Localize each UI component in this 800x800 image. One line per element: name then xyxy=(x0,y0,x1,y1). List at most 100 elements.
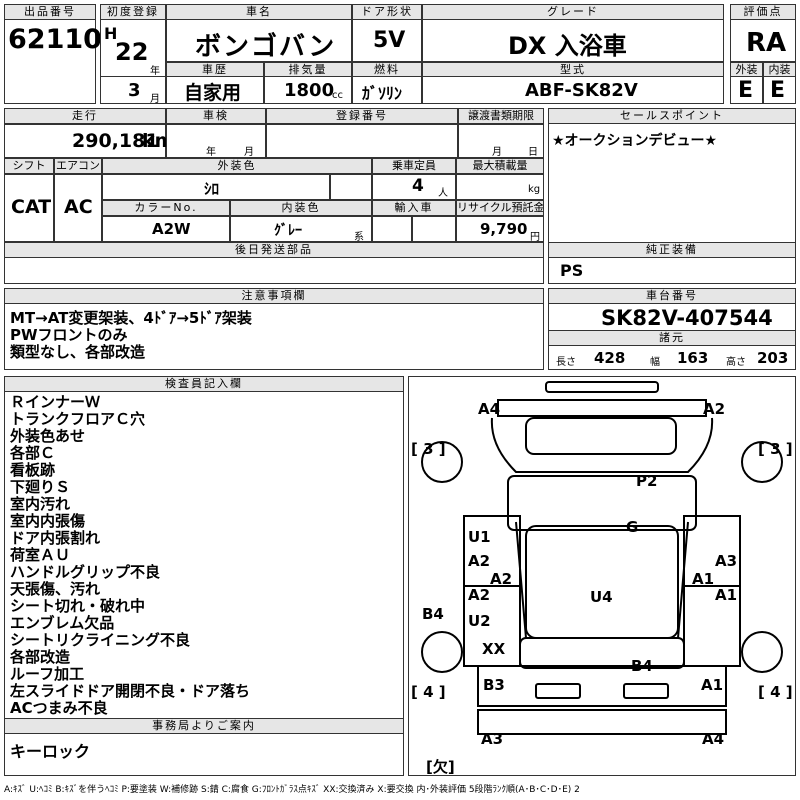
mark: A1 xyxy=(692,570,715,588)
history: 自家用 xyxy=(184,82,242,104)
wheel-rl xyxy=(421,631,463,673)
int-color-suffix: 系 xyxy=(354,232,364,243)
inspection-label: 車検 xyxy=(166,108,266,124)
grade-label: グレード xyxy=(422,4,724,20)
int-color-label: 内装色 xyxy=(230,200,372,216)
inspector-line: 各部改造 xyxy=(10,648,71,666)
missing-mark: [欠] xyxy=(426,758,455,776)
color-no-cell xyxy=(102,216,230,242)
interior-score: E xyxy=(770,78,786,103)
mileage: 290,181 xyxy=(72,130,159,152)
ac: AC xyxy=(64,196,93,218)
recycle-label: リサイクル預託金 xyxy=(456,200,544,216)
model: ABF-SK82V xyxy=(525,80,638,101)
exterior-label: 外装 xyxy=(730,62,763,77)
mark: U1 xyxy=(468,528,491,546)
mark: B3 xyxy=(483,676,505,694)
recycle-cell xyxy=(456,216,544,242)
int-color-cell xyxy=(230,216,372,242)
roof-rail xyxy=(515,521,689,639)
inspector-line: 室内内張傷 xyxy=(10,512,86,530)
first-reg-box xyxy=(100,4,166,104)
notes-list: MT→AT変更架装、4ﾄﾞｱ→5ﾄﾞｱ架装 PWフロントのみ 類型なし、各部改造 xyxy=(10,310,252,361)
color: ｼﾛ xyxy=(204,180,220,198)
mark: A3 xyxy=(481,730,504,748)
capacity-cell xyxy=(372,174,456,200)
side-count: [ 4 ] xyxy=(411,683,446,701)
load-cell xyxy=(456,174,544,200)
windshield xyxy=(525,417,677,455)
mark: A1 xyxy=(701,676,724,694)
inspector-box xyxy=(4,376,404,776)
displacement-unit: cc xyxy=(332,90,343,101)
ac-label: エアコン xyxy=(54,158,102,174)
first-reg-label: 初度登録 xyxy=(100,4,166,20)
notes-label: 注意事項欄 xyxy=(4,288,544,304)
inspector-line: 左スライドドア開閉不良・ドア落ち xyxy=(10,682,251,700)
height-label: 高さ xyxy=(726,357,746,368)
exterior-score: E xyxy=(738,78,754,103)
mark: G xyxy=(626,518,639,536)
inspector-line: ACつまみ不良 xyxy=(10,699,108,717)
era: H xyxy=(104,24,118,43)
ins-year-unit: 年 xyxy=(206,147,216,158)
recycle: 9,790 xyxy=(480,220,528,238)
displacement: 1800 xyxy=(284,80,335,101)
mark: XX xyxy=(482,640,506,658)
car-name-label: 車名 xyxy=(166,4,352,20)
office-text: キーロック xyxy=(10,742,91,761)
length-label: 長さ xyxy=(556,357,576,368)
shift: CAT xyxy=(11,196,52,218)
sales-text: ★オークションデビュー★ xyxy=(552,133,718,149)
mark: P2 xyxy=(636,472,658,490)
inspector-line: ＲインナーＷ xyxy=(10,393,101,411)
rear-lamp-right xyxy=(623,683,669,699)
mark: A4 xyxy=(702,730,725,748)
tr-month-unit: 月 xyxy=(492,147,502,158)
inspector-line: 看板跡 xyxy=(10,461,56,479)
chassis-no: SK82V-407544 xyxy=(601,306,773,330)
length: 428 xyxy=(594,349,626,367)
front-bumper xyxy=(545,381,659,393)
reg-no-label: 登録番号 xyxy=(266,108,458,124)
chassis-label: 車台番号 xyxy=(548,288,796,304)
mark: A2 xyxy=(468,552,491,570)
inspector-line: シート切れ・破れ中 xyxy=(10,597,146,615)
front-roof xyxy=(507,475,697,531)
inspector-label: 検査員記入欄 xyxy=(4,376,404,392)
side-count: [ 3 ] xyxy=(411,440,446,458)
color-no-label: カラーNo. xyxy=(102,200,230,216)
legend: A:ｷｽﾞ U:ﾍｺﾐ B:ｷｽﾞを伴うﾍｺﾐ P:要塗装 W:補修跡 S:錆 … xyxy=(4,785,580,795)
inspector-line: 天張傷、汚れ xyxy=(10,580,101,598)
shift-label: シフト xyxy=(4,158,54,174)
lot-no: 62110 xyxy=(8,24,102,55)
score: RA xyxy=(746,28,787,58)
score-label: 評価点 xyxy=(730,4,796,20)
wheel-rr xyxy=(741,631,783,673)
inspector-line: 荷室ＡＵ xyxy=(10,546,71,564)
door-label: ドア形状 xyxy=(352,4,422,20)
lot-no-label: 出品番号 xyxy=(4,4,96,20)
color-no: A2W xyxy=(152,220,191,238)
load-unit: kg xyxy=(528,184,541,195)
tr-day-unit: 日 xyxy=(528,147,538,158)
fuel: ｶﾞｿﾘﾝ xyxy=(362,84,403,103)
inspector-line: ドア内張割れ xyxy=(10,529,101,547)
mark: A1 xyxy=(715,586,738,604)
history-label: 車歴 xyxy=(166,62,264,77)
reg-no-cell xyxy=(266,124,458,158)
import-cell-a xyxy=(372,216,412,242)
roof-panel xyxy=(525,525,679,639)
mark: A2 xyxy=(703,400,726,418)
mark: A3 xyxy=(715,552,738,570)
color-label: 外装色 xyxy=(102,158,372,174)
mileage-cell xyxy=(4,124,166,158)
dims-label: 諸元 xyxy=(548,330,796,346)
capacity: 4 xyxy=(412,176,424,196)
rear-bumper xyxy=(477,709,727,735)
reg-year: 22 xyxy=(115,38,149,66)
recycle-unit: 円 xyxy=(530,232,540,243)
note-line: 類型なし、各部改造 xyxy=(10,343,146,361)
inspector-line: シートリクライニング不良 xyxy=(10,631,191,649)
mark: A2 xyxy=(490,570,513,588)
